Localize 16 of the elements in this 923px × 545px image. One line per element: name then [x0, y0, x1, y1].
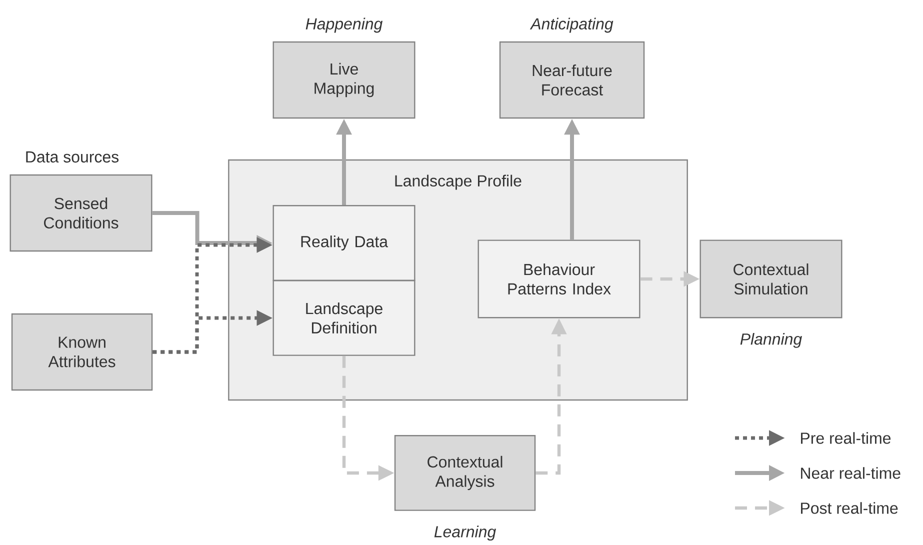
process-box: Reality Data	[272, 205, 416, 281]
process-box: Sensed Conditions	[10, 174, 152, 252]
process-box: Contextual Simulation	[700, 240, 842, 318]
process-box: Landscape Definition	[272, 280, 416, 356]
stage-label: Learning	[434, 526, 496, 541]
process-box: Live Mapping	[272, 41, 416, 119]
process-box: Near-future Forecast	[499, 41, 645, 119]
stage-label: Anticipating	[530, 18, 614, 33]
legend-text: Near real-time	[801, 467, 900, 479]
process-box: Behaviour Patterns Index	[478, 240, 640, 318]
legend-text: Post real-time	[801, 502, 898, 514]
process-box: Contextual Analysis	[394, 435, 536, 511]
process-box: Known Attributes	[11, 313, 153, 391]
legend-text: Pre real-time	[801, 432, 891, 444]
stage-label: Planning	[740, 332, 802, 348]
stage-label: Happening	[306, 18, 383, 33]
